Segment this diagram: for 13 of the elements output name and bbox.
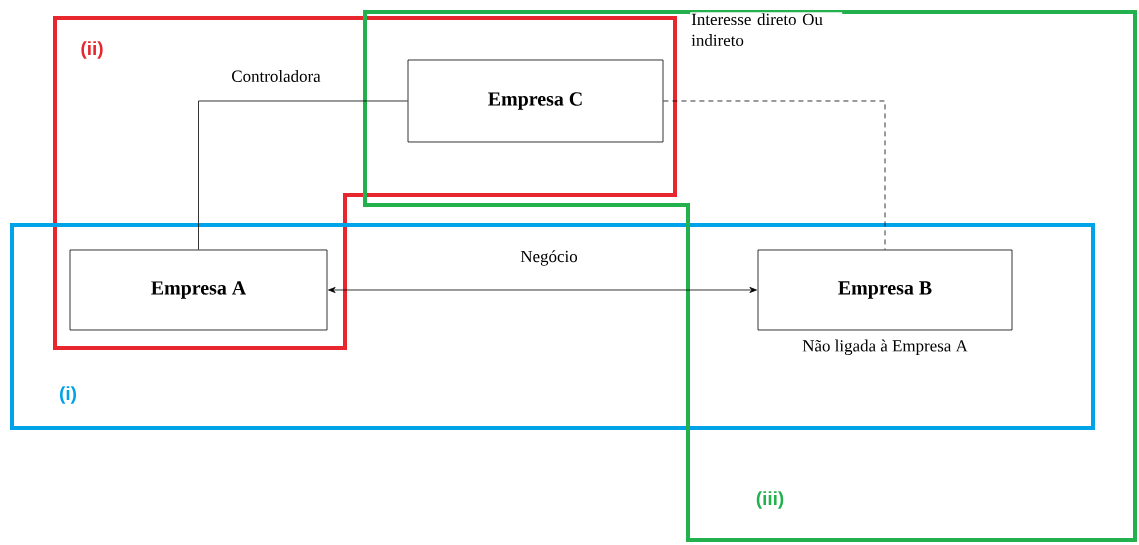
region-label: (i)	[60, 386, 76, 404]
company-box: Empresa B	[757, 249, 1013, 331]
region-label: (ii)	[81, 41, 103, 59]
company-box: Empresa A	[69, 249, 328, 331]
company-box: Empresa C	[407, 59, 664, 143]
region-label: (iii)	[756, 491, 784, 509]
connector	[198, 100, 408, 250]
edge-label: Negócio	[519, 249, 579, 267]
connector	[663, 100, 886, 250]
edge-label: Interesse direto Ou indireto	[690, 12, 843, 48]
box-caption: Não ligada à Empresa A	[802, 339, 968, 355]
connector	[328, 287, 757, 293]
edge-label: Controladora	[230, 69, 322, 83]
